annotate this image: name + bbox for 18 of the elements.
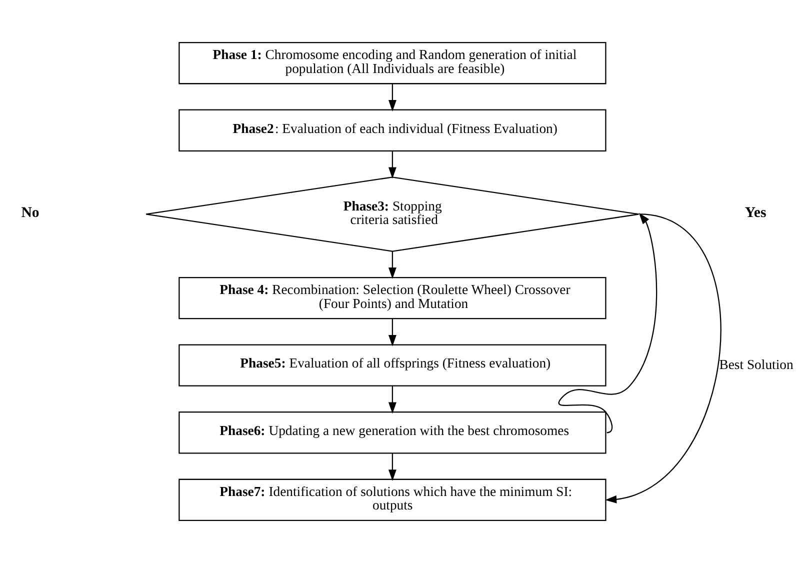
node-diamond: Phase3: Stopping criteria satisfied — [146, 176, 640, 252]
label: Yes — [744, 204, 766, 220]
node-box: Phase 4: Recombination: Selection (Roulette Wheel) Crossover (Four Points) and Mutation — [178, 276, 606, 319]
label: No — [21, 204, 40, 220]
arrow — [388, 318, 396, 346]
node-box: Phase6: Updating a new generation with the best chromosomes — [178, 411, 606, 454]
arrow — [558, 212, 658, 433]
arrow — [388, 83, 396, 111]
node-box: Phase5: Evaluation of all offsprings (Fitness evaluation) — [178, 344, 606, 386]
arrow — [388, 385, 396, 414]
arrow — [605, 213, 722, 503]
node-box: Phase7: Identification of solutions which have the minimum SI: outputs — [178, 478, 606, 521]
arrow — [388, 150, 396, 178]
arrow — [388, 452, 396, 480]
edge-label: Best Solution — [719, 356, 794, 372]
arrow — [388, 250, 396, 278]
node-box: Phase2: Evaluation of each individual (Fitness Evaluation) — [178, 108, 606, 151]
node-box: Phase 1: Chromosome encoding and Random generation of initial population (All Individuals are feasible) — [178, 42, 606, 84]
